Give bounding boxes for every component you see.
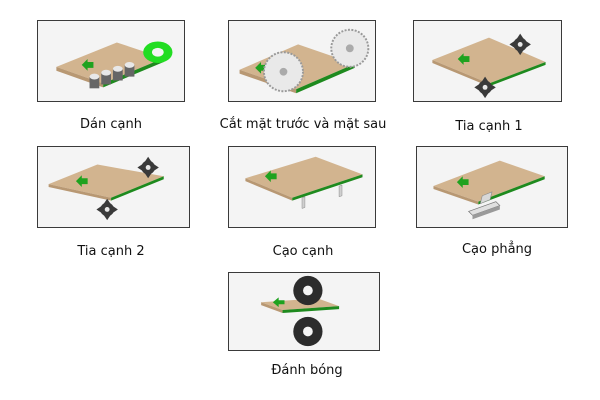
flat-scraper xyxy=(467,191,501,220)
step-panel-end-trimming xyxy=(228,20,376,102)
end-trimming-illustration xyxy=(239,28,370,94)
board-front-side xyxy=(245,178,293,201)
feed-arrow xyxy=(75,175,88,187)
trimming-cutter-top xyxy=(509,33,531,56)
board-front-side xyxy=(433,186,479,205)
step-label-buffing: Đánh bóng xyxy=(271,363,343,378)
buffing-wheel-bottom xyxy=(293,316,323,347)
board-top xyxy=(432,37,546,84)
corner-rounding-illustration xyxy=(245,156,363,209)
trimming-cutter-bottom xyxy=(474,76,496,99)
trimming-cutter-bottom xyxy=(96,198,118,221)
flat-scraping-illustration xyxy=(433,160,545,220)
board-top xyxy=(48,164,164,198)
feed-arrow xyxy=(81,59,94,71)
board-front-side xyxy=(48,184,112,201)
step-label-fine-trimming: Tia cạnh 2 xyxy=(77,244,145,259)
step-panel-flat-scraping xyxy=(416,146,568,228)
edge-band xyxy=(488,61,546,87)
board-front-side xyxy=(261,302,283,313)
step-label-end-trimming: Cắt mặt trước và mặt sau xyxy=(219,117,387,132)
step-panel-edge-banding xyxy=(37,20,185,102)
edge-band xyxy=(292,174,363,201)
edge-band xyxy=(282,306,340,313)
saw-blade-rear xyxy=(330,28,370,68)
buffing-wheel-top xyxy=(293,275,323,306)
edge-band xyxy=(296,63,355,94)
scraper-blade-left xyxy=(301,196,306,209)
trimming-cutter-top xyxy=(137,156,159,179)
step-panel-fine-trimming xyxy=(37,146,190,228)
step-panel-corner-rounding xyxy=(228,146,376,228)
step-label-flat-scraping: Cạo phẳng xyxy=(461,242,533,257)
step-panel-rough-trimming xyxy=(413,20,562,102)
saw-blade-front xyxy=(262,51,304,93)
rough-trimming-illustration xyxy=(432,33,546,99)
board-top xyxy=(433,160,545,202)
glue-roller xyxy=(143,41,173,63)
step-label-rough-trimming: Tia cạnh 1 xyxy=(455,119,523,134)
feed-arrow xyxy=(272,297,285,308)
scraper-blade-right xyxy=(338,184,343,198)
step-label-edge-banding: Dán cạnh xyxy=(80,117,142,132)
step-panel-buffing xyxy=(228,272,380,351)
edge-band xyxy=(478,176,545,205)
board-front-side xyxy=(432,60,489,87)
fine-trimming-illustration xyxy=(48,156,164,221)
edge-band xyxy=(111,176,164,201)
edge-banding-illustration xyxy=(56,41,173,89)
board-top xyxy=(56,42,164,84)
step-label-corner-rounding: Cạo cạnh xyxy=(272,244,334,259)
pressure-rollers xyxy=(89,61,135,89)
buffing-illustration xyxy=(261,275,340,347)
board-top xyxy=(245,156,363,198)
feed-arrow xyxy=(456,176,469,188)
